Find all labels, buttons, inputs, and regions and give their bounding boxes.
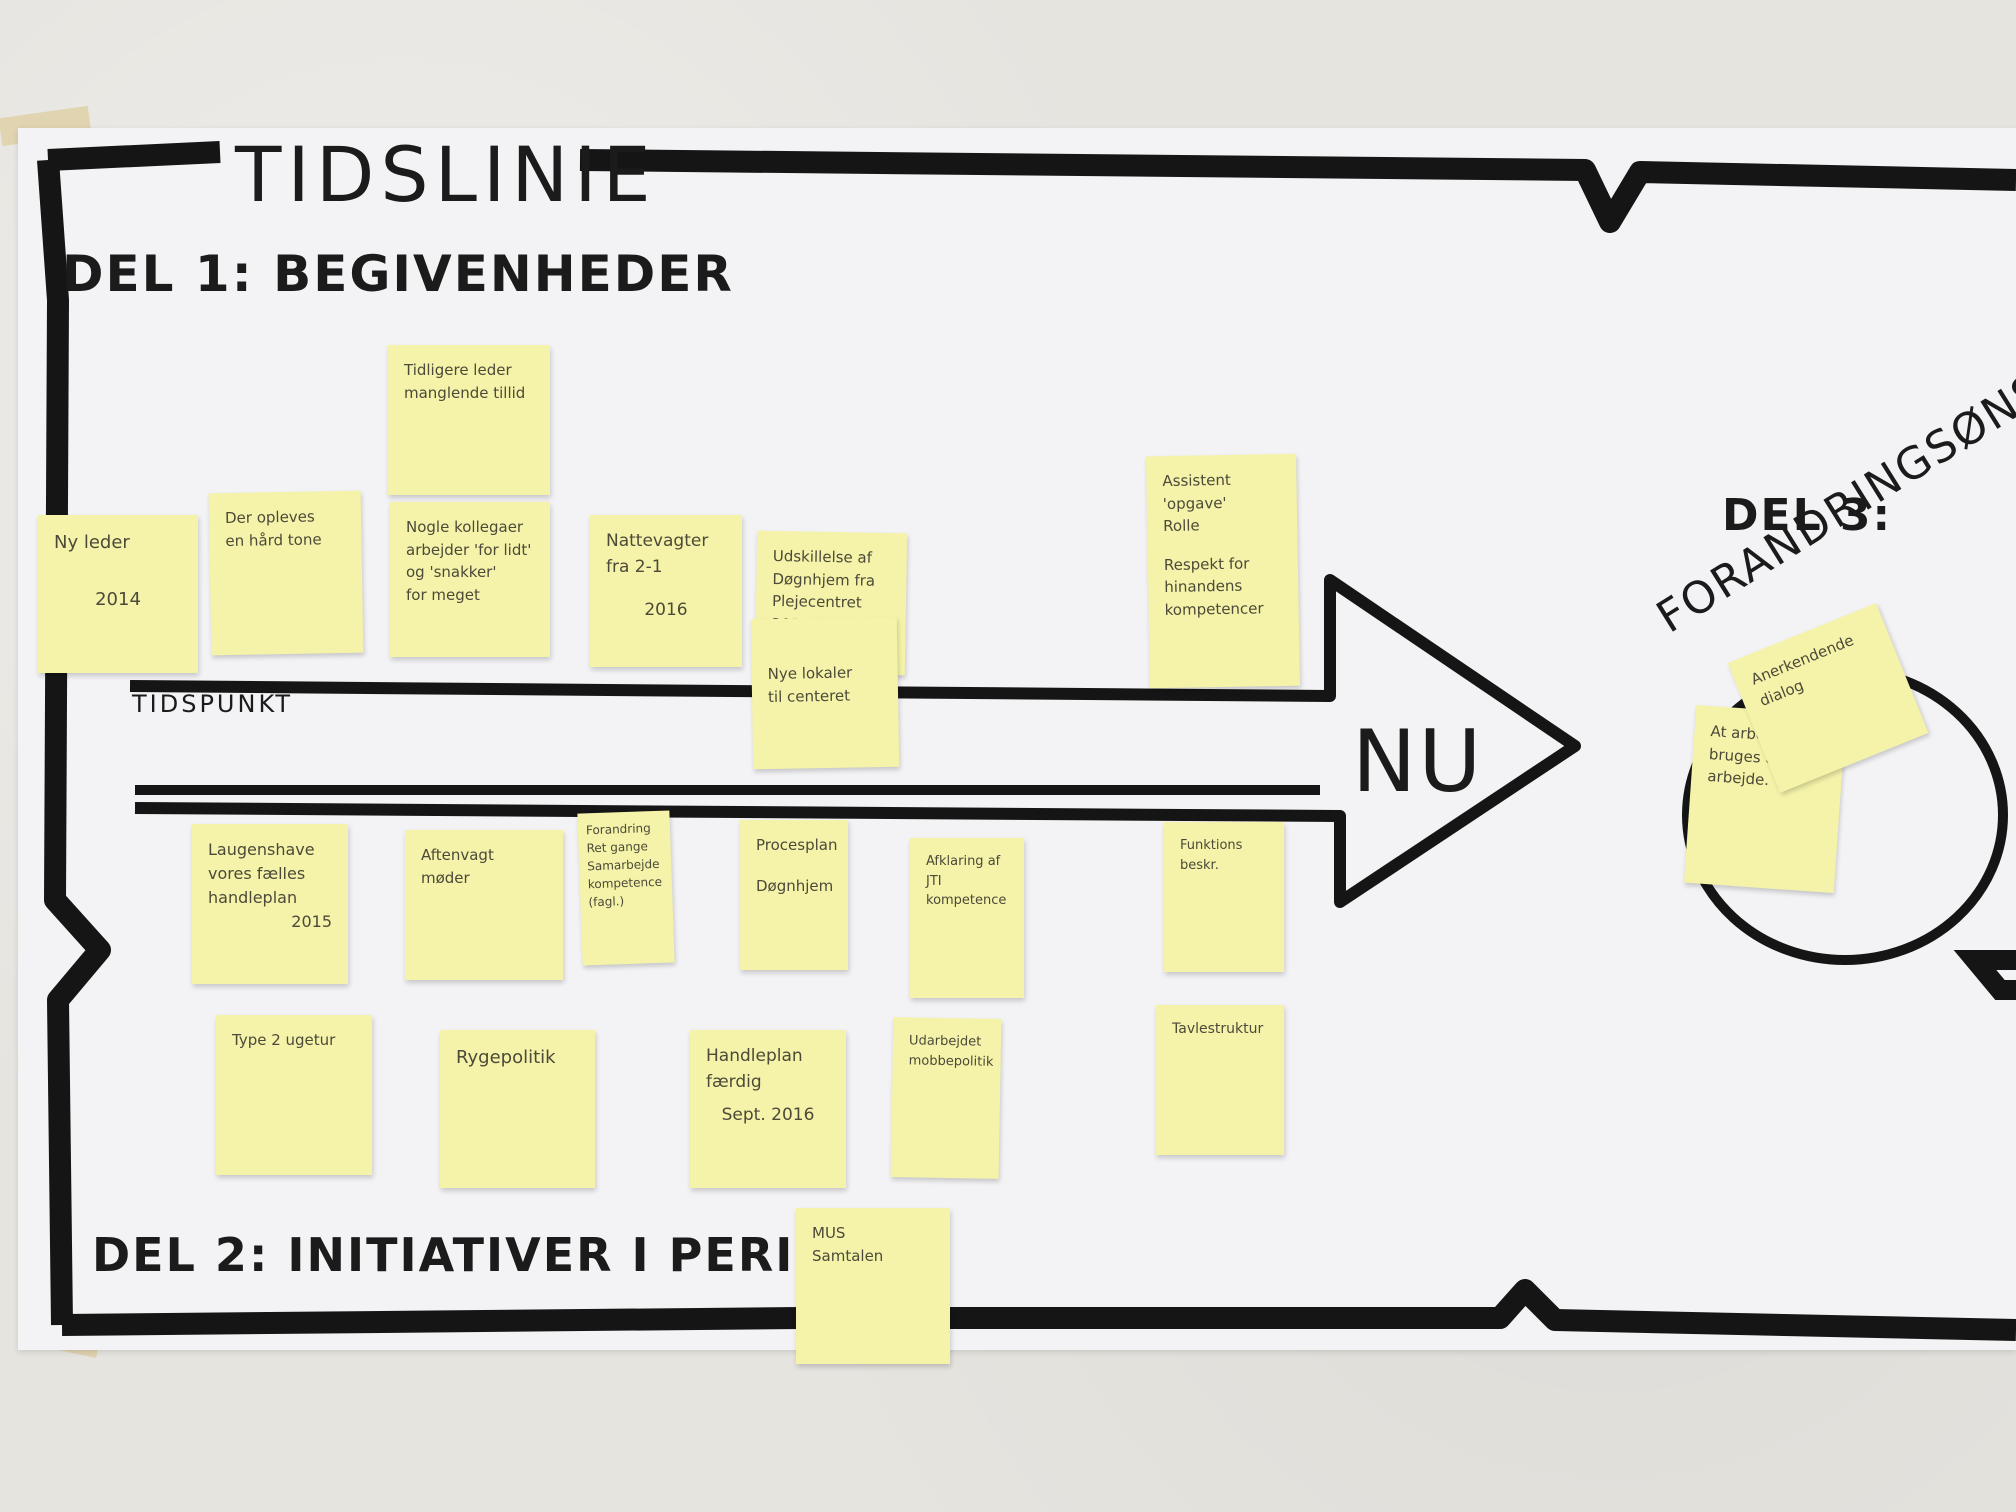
timeline-label: TIDSPUNKT <box>132 690 293 718</box>
part1-heading: DEL 1: BEGIVENHEDER <box>62 245 734 303</box>
frame-bottom <box>62 1290 2016 1330</box>
board-title: TIDSLINIE <box>235 130 657 219</box>
sticky-note: Rygepolitik <box>440 1030 595 1188</box>
sticky-note: Funktions beskr. <box>1164 822 1284 972</box>
arrow-label: NU <box>1352 712 1483 812</box>
sticky-note: Type 2 ugetur <box>216 1015 372 1175</box>
sticky-note: Aftenvagt møder <box>405 830 563 980</box>
sticky-note: Tavlestruktur <box>1156 1005 1284 1155</box>
frame-right-notch <box>1975 960 2016 990</box>
frame-left <box>48 160 100 1325</box>
